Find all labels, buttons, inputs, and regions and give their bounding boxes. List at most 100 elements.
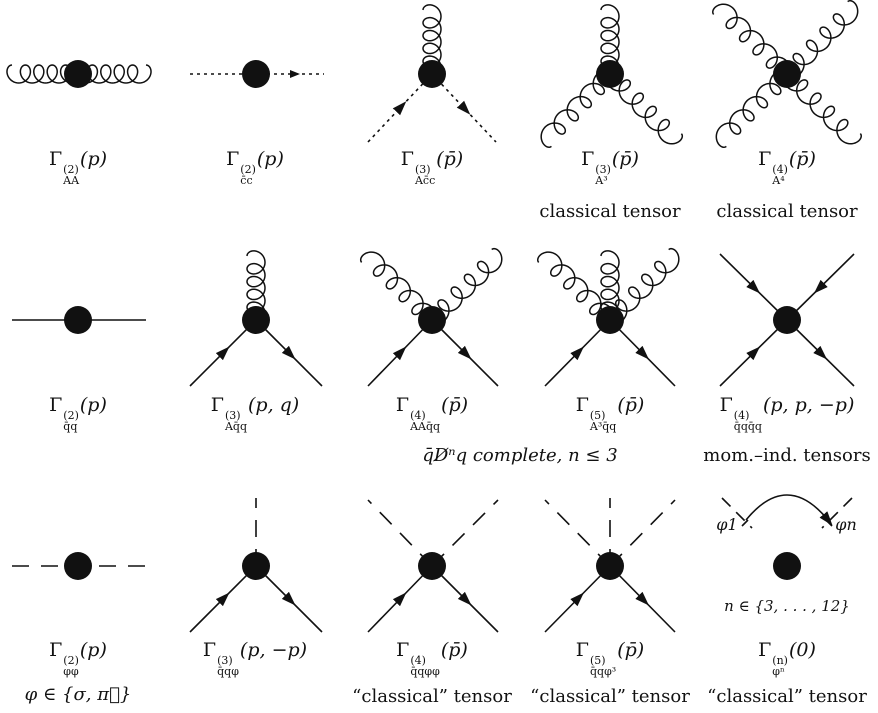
label-three-gluon-vertex: Γ(3)A³(p̄): [581, 148, 639, 187]
arrow-icon: [746, 346, 761, 361]
gluon-line: [782, 65, 862, 145]
superscript: (3): [595, 163, 611, 176]
gamma-symbol: Γ: [49, 394, 63, 416]
superscript: (2): [63, 409, 79, 422]
gamma-symbol: Γ: [758, 148, 772, 170]
gluon-line: [601, 247, 680, 325]
argument: (p): [79, 394, 107, 416]
superscript: (3): [414, 163, 431, 176]
gluon-line: [600, 4, 620, 80]
label-yukawa-vertex: Γ(3)q̄qφ(p, −p): [202, 639, 308, 678]
subscript: Ac̄c: [414, 174, 436, 187]
note-momentum-independent: mom.–ind. tensors: [703, 445, 871, 466]
vertex-blob: [773, 306, 801, 334]
superscript: (2): [240, 163, 256, 176]
superscript: (5): [589, 409, 606, 422]
phi-n-label: φn: [835, 515, 857, 534]
subscript: c̄c: [240, 174, 253, 187]
label-meson-propagator: Γ(2)φφ(p): [49, 639, 107, 678]
argument: (p): [80, 148, 108, 170]
label-four-quark-vertex: Γ(4)q̄qq̄q(p, p, −p): [719, 394, 855, 433]
arrow-icon: [746, 279, 761, 294]
superscript: (4): [410, 409, 426, 422]
vertex-blob: [242, 552, 270, 580]
gamma-symbol: Γ: [49, 639, 63, 661]
vertex-blob: [64, 552, 92, 580]
gamma-symbol: Γ: [581, 148, 595, 170]
gamma-symbol: Γ: [202, 639, 217, 661]
gluon-line: [246, 250, 266, 326]
argument: (p̄): [788, 148, 816, 170]
subscript: A³q̄q: [589, 420, 617, 433]
arrow-icon: [215, 346, 230, 361]
argument: (p): [256, 148, 284, 170]
subscript: φⁿ: [772, 665, 785, 678]
label-three-gluon-quark-vertex: Γ(5)A³q̄q(p̄): [576, 394, 645, 433]
arrow-icon: [215, 592, 230, 607]
gluon-line: [359, 251, 437, 329]
tick-mark: [741, 519, 749, 527]
gamma-symbol: Γ: [575, 639, 589, 661]
superscript: (n): [772, 654, 788, 667]
argument: (p, −p): [239, 639, 308, 661]
label-gluon-propagator: Γ(2)AA(p): [48, 148, 108, 187]
vertex-blob: [242, 306, 270, 334]
gluon-line: [540, 69, 619, 149]
subscript: φφ: [63, 665, 79, 678]
label-quark-gluon-vertex: Γ(3)Aq̄q(p, q): [210, 394, 300, 433]
arrow-icon: [570, 346, 584, 361]
arrow-icon: [392, 101, 407, 116]
vertex-blob: [418, 60, 446, 88]
argument: (p̄): [611, 148, 639, 170]
meson-line: [367, 499, 433, 567]
gamma-symbol: Γ: [719, 394, 733, 416]
gluon-line: [536, 251, 615, 329]
tick-mark: [825, 519, 833, 527]
argument: (p̄): [441, 394, 469, 416]
subscript: q̄qq̄q: [733, 420, 762, 433]
gamma-symbol: Γ: [226, 148, 240, 170]
arrow-icon: [813, 279, 828, 294]
vertex-blob: [773, 552, 801, 580]
note-classical-tensor-1: classical tensor: [539, 201, 681, 222]
label-quark-two-meson-vertex: Γ(4)q̄qφφ(p̄): [396, 641, 468, 678]
gluon-line: [779, 0, 859, 79]
subscript: A⁴: [772, 174, 785, 187]
vertex-blob: [242, 60, 270, 88]
arrow-icon: [457, 591, 472, 606]
arrow-icon: [392, 346, 407, 361]
arc-line: [745, 494, 833, 526]
gamma-symbol: Γ: [48, 148, 63, 170]
gamma-symbol: Γ: [758, 639, 772, 661]
subscript: q̄qφ³: [589, 665, 617, 678]
note-quoted-classical-1: “classical” tensor: [352, 686, 512, 707]
superscript: (2): [63, 163, 79, 176]
gamma-symbol: Γ: [400, 148, 414, 170]
subscript: q̄qφ: [217, 665, 239, 678]
arrow-icon: [570, 592, 584, 607]
gamma-symbol: Γ: [210, 394, 224, 416]
ghost-line: [431, 73, 497, 143]
gamma-symbol: Γ: [395, 394, 410, 416]
superscript: (2): [63, 654, 79, 667]
label-four-gluon-vertex: Γ(4)A⁴(p̄): [758, 148, 816, 187]
subscript: Aq̄q: [224, 420, 247, 433]
subscript: q̄qφφ: [410, 665, 440, 678]
argument: (p̄): [617, 394, 645, 416]
vertex-blob: [596, 306, 624, 334]
vertex-blob: [773, 60, 801, 88]
note-quoted-classical-3: “classical” tensor: [707, 686, 867, 707]
arrow-icon: [281, 591, 296, 606]
arrow-icon: [281, 345, 296, 360]
arrow-icon: [392, 592, 407, 607]
meson-line: [821, 497, 853, 529]
argument: (0): [788, 639, 816, 661]
superscript: (4): [733, 409, 750, 422]
label-meson-n-point: Γ(n)φⁿ(0): [758, 639, 816, 678]
phi-1-label: φ1: [716, 515, 738, 534]
superscript: (4): [772, 163, 788, 176]
argument: (p, q): [247, 394, 300, 416]
label-quark-three-meson-vertex: Γ(5)q̄qφ³(p̄): [575, 639, 644, 678]
arrow-icon: [635, 591, 649, 606]
ghost-line: [367, 73, 433, 143]
